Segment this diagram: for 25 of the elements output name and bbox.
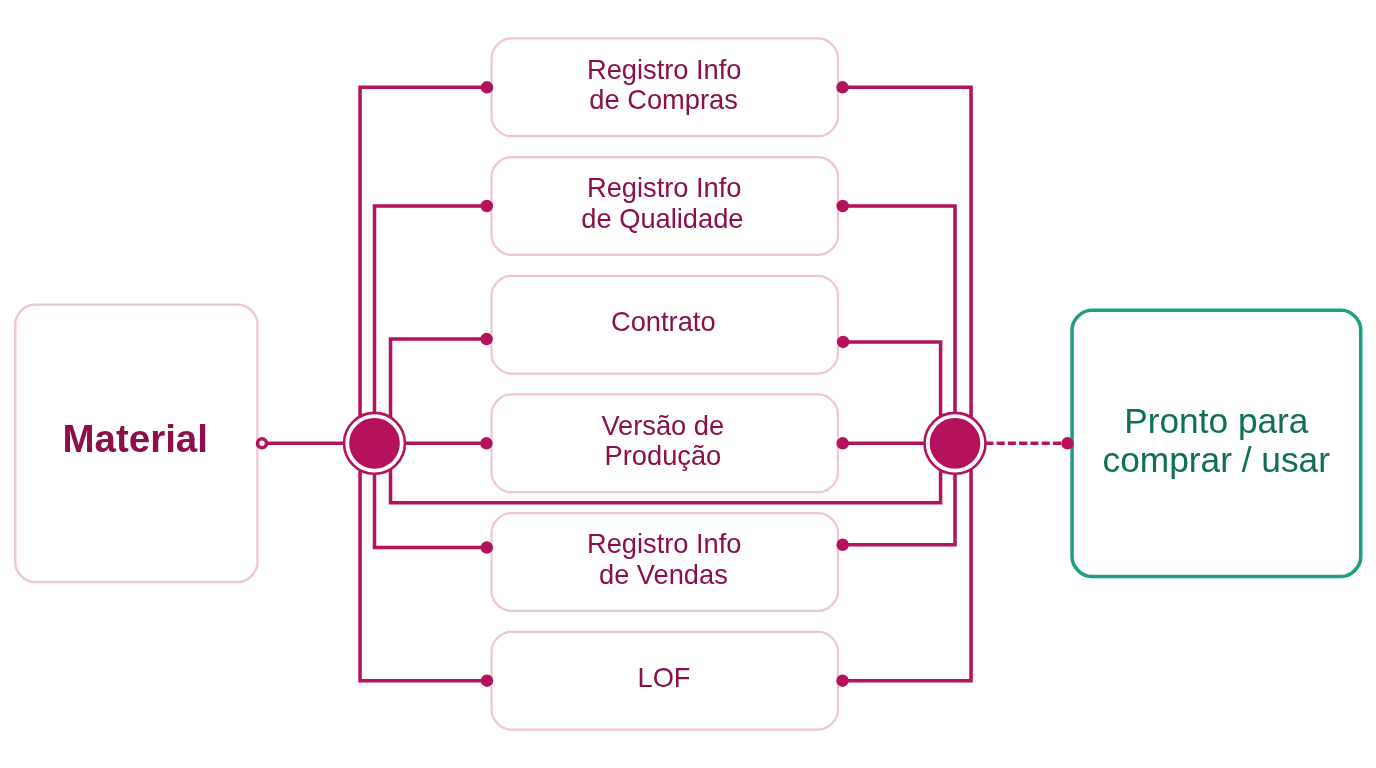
node-box: Registro Info de Qualidade xyxy=(490,155,840,257)
connector xyxy=(358,470,494,687)
connector xyxy=(388,332,493,418)
connector xyxy=(372,474,494,554)
node-box: Contrato xyxy=(490,274,840,375)
node-box: Pronto para comprar / usar xyxy=(1070,308,1363,579)
connector xyxy=(358,81,494,416)
node-box: LOF xyxy=(490,630,840,731)
node-circle xyxy=(342,411,407,476)
node-box: Material xyxy=(14,303,259,584)
connector xyxy=(255,437,344,450)
connector xyxy=(836,437,925,450)
node-box: Registro Info de Compras xyxy=(490,37,840,138)
node-box: Versão de Produção xyxy=(490,393,840,494)
node-circle xyxy=(923,411,987,476)
connector xyxy=(388,469,943,505)
connector xyxy=(372,199,494,413)
connector xyxy=(836,199,957,413)
connector xyxy=(836,469,973,687)
connector xyxy=(836,474,957,552)
connector xyxy=(836,81,973,418)
connector xyxy=(985,437,1074,450)
connector xyxy=(836,335,943,417)
connector xyxy=(405,437,493,450)
node-box: Registro Info de Vendas xyxy=(490,511,840,613)
